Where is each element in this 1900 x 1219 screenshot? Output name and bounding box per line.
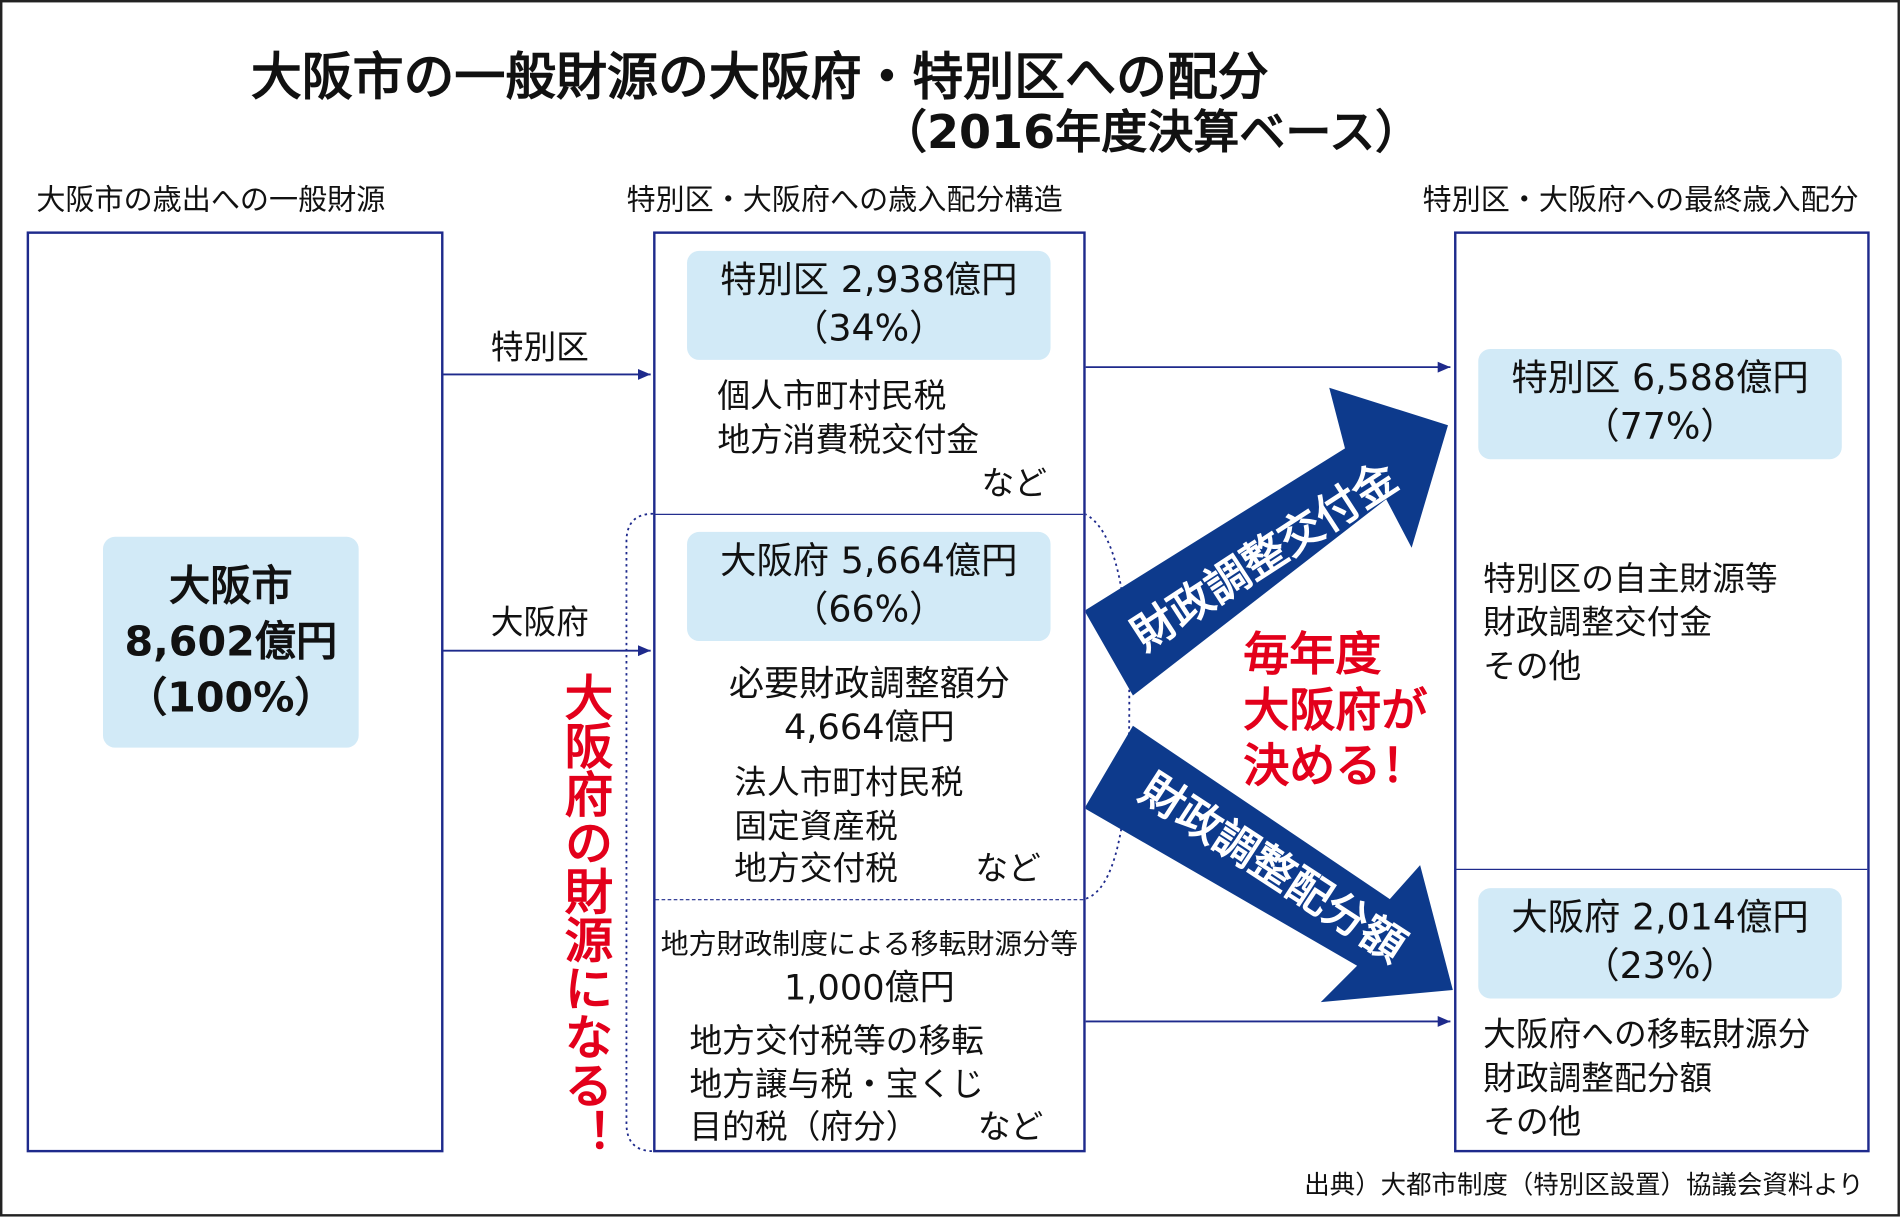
mid-fu-sub-label: 必要財政調整額分 — [728, 662, 1010, 704]
mid-ku-item: 地方消費税交付金 — [717, 421, 980, 460]
mid-ku-item: 個人市町村民税 — [717, 378, 947, 416]
right-fu-item: 財政調整配分額 — [1483, 1060, 1713, 1098]
city-pct: （100%） — [125, 673, 336, 723]
dashed-divider — [655, 899, 1084, 901]
mid-transfer-item: 地方譲与税・宝くじ — [689, 1066, 984, 1104]
flow-label-fu: 大阪府 — [490, 604, 589, 643]
mid-transfer-amount: 1,000億円 — [783, 966, 955, 1009]
right-fu-card: 大阪府 2,014億円 （23%） — [1478, 888, 1842, 999]
mid-fu-etc: など — [975, 850, 1041, 889]
header-middle: 特別区・大阪府への歳入配分構造 — [626, 182, 1063, 217]
right-fu-title: 大阪府 2,014億円 — [1511, 896, 1809, 940]
arrow-down-shape — [1084, 725, 1453, 1003]
right-ku-item: 財政調整交付金 — [1483, 604, 1713, 643]
annotation-red: 毎年度 大阪府が 決める！ — [1243, 626, 1427, 793]
mid-fu-item: 地方交付税 — [734, 850, 898, 889]
flow-label-ku: 特別区 — [490, 329, 589, 368]
mid-ku-card: 特別区 2,938億円 （34%） — [687, 250, 1051, 360]
mid-fu-sub-amount: 4,664億円 — [783, 706, 955, 748]
allocation-structure-box — [653, 231, 1086, 1153]
mid-fu-item: 固定資産税 — [734, 808, 898, 846]
title-line1: 大阪市の一般財源の大阪府・特別区への配分 — [250, 47, 1269, 107]
red-line: 大阪府が — [1243, 683, 1428, 737]
mid-fu-title: 大阪府 5,664億円 — [720, 540, 1018, 583]
right-ku-title: 特別区 6,588億円 — [1511, 357, 1809, 400]
mid-fu-pct: （66%） — [792, 588, 946, 632]
mid-transfer-label: 地方財政制度による移転財源分等 — [660, 929, 1078, 961]
right-ku-pct: （77%） — [1583, 405, 1737, 449]
red-line: 決める！ — [1243, 739, 1428, 793]
bracket-right — [1084, 512, 1131, 900]
right-ku-card: 特別区 6,588億円 （77%） — [1478, 348, 1842, 460]
right-fu-item: 大阪府への移転財源分 — [1483, 1016, 1811, 1055]
title-line2: （2016年度決算ベース） — [880, 105, 1422, 159]
city-name: 大阪市 — [169, 562, 293, 611]
mid-ku-title: 特別区 2,938億円 — [720, 259, 1018, 302]
annotation-vertical: 大阪府の財源になる！ — [556, 672, 612, 1158]
mid-transfer-item: 目的税（府分） — [689, 1108, 919, 1147]
osaka-city-card: 大阪市 8,602億円 （100%） — [102, 536, 359, 748]
right-ku-item: その他 — [1483, 648, 1582, 686]
mid-transfer-item: 地方交付税等の移転 — [689, 1022, 984, 1061]
mid-fu-item: 法人市町村民税 — [734, 764, 964, 803]
header-left: 大阪市の歳出への一般財源 — [36, 182, 386, 217]
city-amount: 8,602億円 — [124, 617, 338, 667]
right-fu-item: その他 — [1483, 1103, 1582, 1142]
divider — [1456, 868, 1868, 871]
right-fu-pct: （23%） — [1583, 945, 1737, 988]
red-line: 毎年度 — [1243, 627, 1382, 681]
mid-transfer-etc: など — [977, 1108, 1044, 1147]
mid-ku-etc: など — [981, 465, 1047, 503]
bracket-left — [625, 512, 654, 1153]
right-ku-item: 特別区の自主財源等 — [1483, 561, 1778, 599]
header-right: 特別区・大阪府への最終歳入配分 — [1422, 182, 1859, 217]
mid-fu-card: 大阪府 5,664億円 （66%） — [687, 531, 1051, 641]
mid-ku-pct: （34%） — [792, 307, 946, 351]
arrow-up-shape — [1084, 387, 1448, 696]
divider — [655, 513, 1084, 515]
source-note: 出典）大都市制度（特別区設置）協議会資料より — [1304, 1170, 1864, 1200]
